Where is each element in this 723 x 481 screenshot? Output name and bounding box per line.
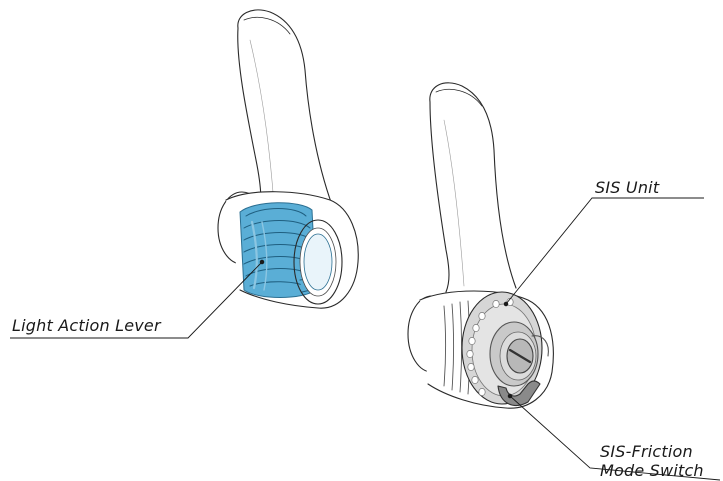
sis-friction-label-line2: Mode Switch bbox=[600, 461, 704, 480]
sis-unit-label: SIS Unit bbox=[595, 178, 659, 197]
sis-friction-label-line1: SIS-Friction bbox=[600, 442, 693, 461]
right-lever-arm bbox=[430, 83, 516, 292]
light-action-lever-label: Light Action Lever bbox=[12, 316, 161, 335]
right-shift-lever bbox=[408, 83, 553, 408]
left-shift-lever bbox=[218, 10, 358, 308]
leader-sis-unit bbox=[506, 198, 704, 304]
leader-lines bbox=[10, 198, 720, 480]
